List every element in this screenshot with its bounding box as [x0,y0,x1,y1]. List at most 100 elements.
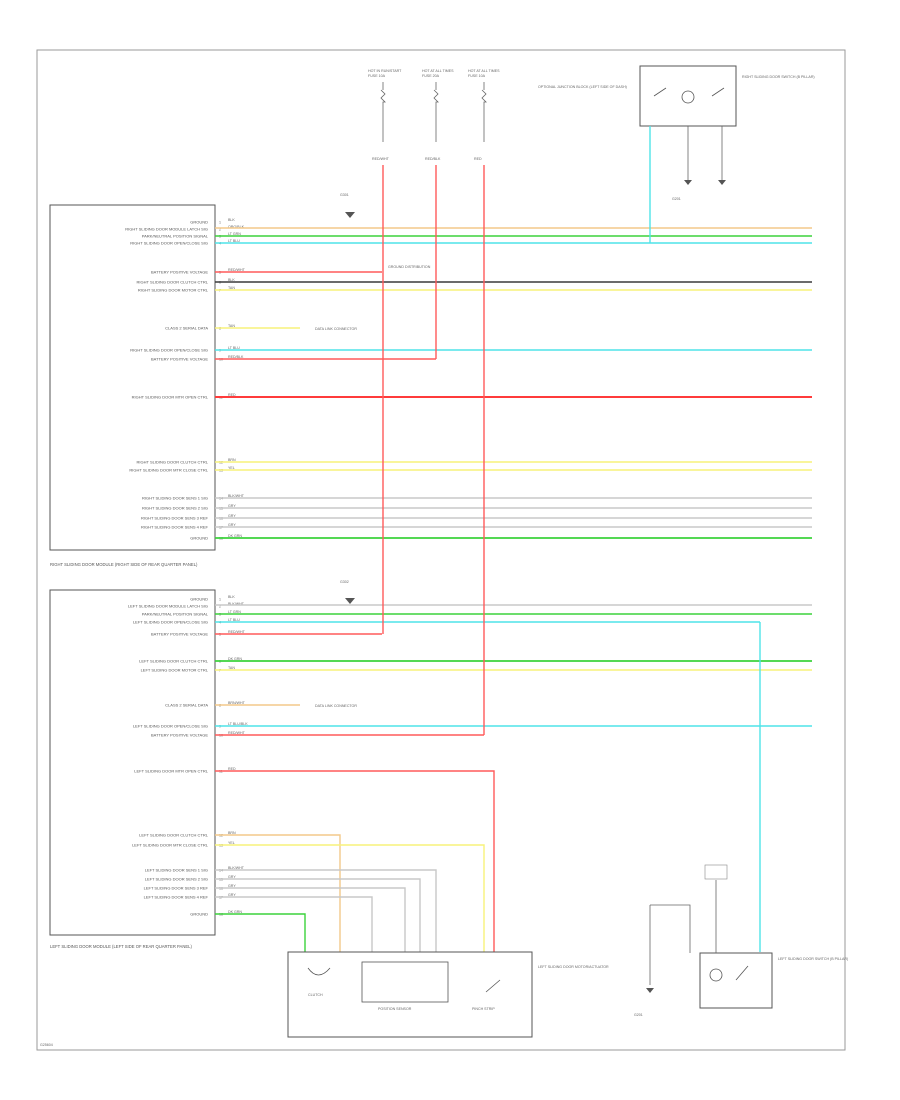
left-pin-label: LEFT SLIDING DOOR MTR OPEN CTRL [134,769,208,774]
left-pin-label: LEFT SLIDING DOOR MODULE LATCH SIG [128,604,208,609]
top-fuse-group: HOT IN RUN/START FUSE 10A HOT AT ALL TIM… [368,69,627,161]
wire-l-sens4 [215,896,373,952]
left-pin-label: CLASS 2 SERIAL DATA [165,703,208,708]
left-wire-color-label: RED/WHT [228,630,246,634]
right-wire-color-label: BLK/WHT [228,494,245,498]
wire-l-sens2 [215,878,421,952]
right-wire-color-label: RED/WHT [228,268,246,272]
right-wire-color-label: ORG/BLK [228,225,245,229]
left-pin-number: 2 [219,605,221,609]
right-switch-label: RIGHT SLIDING DOOR SWITCH (B PILLAR) [742,75,815,79]
left-wire-color-label: LT BLU/BLK [228,722,248,726]
left-pin-label: LEFT SLIDING DOOR OPEN/CLOSE SIG [133,724,208,729]
right-switch-ground-label: G201 [672,197,681,201]
right-pin-label: RIGHT SLIDING DOOR SENS 1 SIG [142,496,208,501]
left-pin-label: LEFT SLIDING DOOR SENS 4 REF [144,895,209,900]
left-wire-color-label: BRN/WHT [228,701,246,705]
right-pin-label: BATTERY POSITIVE VOLTAGE [151,357,208,362]
fuse-1-sub: FUSE 10A [368,74,386,78]
ground-icon [345,598,355,604]
left-pin-label: LEFT SLIDING DOOR SENS 1 SIG [145,868,208,873]
right-pin-label: RIGHT SLIDING DOOR SENS 3 REF [141,516,209,521]
right-wire-color-label: BLK [228,278,235,282]
right-pin-number: 2 [219,228,221,232]
left-pin-label: PARK/NEUTRAL POSITION SIGNAL [142,612,209,617]
right-wire-color-label: DK GRN [228,534,242,538]
right-pin-label: RIGHT SLIDING DOOR CLUTCH CTRL [137,280,209,285]
right-pin-label: RIGHT SLIDING DOOR SENS 4 REF [141,525,209,530]
right-wire-color-label: LT GRN [228,232,241,236]
right-wire-color-label: GRY [228,523,236,527]
data-link-note-1: DATA LINK CONNECTOR [315,327,357,331]
data-link-note-2: DATA LINK CONNECTOR [315,704,357,708]
right-module-title: RIGHT SLIDING DOOR MODULE (RIGHT SIDE OF… [50,562,198,567]
right-pin-label: RIGHT SLIDING DOOR SENS 2 SIG [142,506,208,511]
right-wire-color-label: TAN [228,324,235,328]
right-module-wires [215,227,812,539]
right-wire-color-label: BLK [228,218,235,222]
left-pin-label: BATTERY POSITIVE VOLTAGE [151,632,208,637]
ground-g301-label: G301 [340,193,349,197]
right-wire-color-label: RED/BLK [228,355,244,359]
wire-l-brn [215,834,341,952]
right-wire-color-label: YEL [228,466,235,470]
left-wire-color-label: RED/WHT [228,731,246,735]
fuse-1-symbol [380,82,386,142]
left-wire-color-label: BLK/WHT [228,866,245,870]
wire-l-ground [215,913,306,952]
ground-icon [646,988,654,993]
left-wire-color-label: RED [228,767,236,771]
left-pin-label: GROUND [190,912,208,917]
right-pin-label: RIGHT SLIDING DOOR OPEN/CLOSE SIG [130,241,208,246]
module-grounds: G301 G302 DATA LINK CONNECTOR DATA LINK … [315,193,431,708]
fuse-1-wire: RED/WHT [372,157,390,161]
right-pin-label: RIGHT SLIDING DOOR MODULE LATCH SIG [125,227,208,232]
right-pin-label: RIGHT SLIDING DOOR OPEN/CLOSE SIG [130,348,208,353]
feed-wires [382,126,761,952]
right-pin-label: GROUND [190,536,208,541]
ground-g302-label: G302 [340,580,349,584]
wire-l-yel [215,844,485,952]
left-sliding-door-module: LEFT SLIDING DOOR MODULE (LEFT SIDE OF R… [49,589,216,949]
left-pin-label: LEFT SLIDING DOOR CLUTCH CTRL [139,659,209,664]
right-wire-color-label: TAN [228,286,235,290]
left-wire-color-label: GRY [228,893,236,897]
diagram-frame [36,49,846,1051]
left-wire-color-label: YEL [228,841,235,845]
fuse-3-label: HOT AT ALL TIMES [468,69,500,73]
right-door-switch: RIGHT SLIDING DOOR SWITCH (B PILLAR) G20… [639,65,815,201]
left-pin-label: LEFT SLIDING DOOR MOTOR CTRL [141,668,209,673]
wire-l-red [215,770,495,952]
left-pin-label: GROUND [190,597,208,602]
left-pin-number: 1 [219,598,221,602]
motor-label: LEFT SLIDING DOOR MOTOR/ACTUATOR [538,965,609,969]
left-wire-color-label: GRY [228,875,236,879]
left-switch-label: LEFT SLIDING DOOR SWITCH (B PILLAR) [778,957,848,961]
left-module-wires [215,604,812,952]
right-pin-label: RIGHT SLIDING DOOR CLUTCH CTRL [137,460,209,465]
right-wire-color-label: RED [228,393,236,397]
wire-l-sens1 [215,869,437,952]
left-module-title: LEFT SLIDING DOOR MODULE (LEFT SIDE OF R… [50,944,192,949]
left-pin-label: LEFT SLIDING DOOR CLUTCH CTRL [139,833,209,838]
left-pin-label: LEFT SLIDING DOOR SENS 3 REF [144,886,209,891]
fuse-2-wire: RED/BLK [425,157,441,161]
left-pin-label: LEFT SLIDING DOOR SENS 2 SIG [145,877,208,882]
ground-icon [345,212,355,218]
pinch-strip-label: PINCH STRIP [472,1007,495,1011]
left-pin-label: LEFT SLIDING DOOR MTR CLOSE CTRL [132,843,209,848]
right-wire-color-label: BRN [228,458,236,462]
left-wire-color-label: BLK [228,595,235,599]
right-pin-label: GROUND [190,220,208,225]
right-pin-label: RIGHT SLIDING DOOR MTR OPEN CTRL [132,395,209,400]
left-wire-color-label: BLK/WHT [228,602,245,606]
ground-distribution-note: GROUND DISTRIBUTION [388,265,431,269]
right-pin-label: PARK/NEUTRAL POSITION SIGNAL [142,234,209,239]
right-pin-label: RIGHT SLIDING DOOR MTR CLOSE CTRL [129,468,208,473]
right-wire-color-label: LT BLU [228,239,240,243]
right-sliding-door-module: RIGHT SLIDING DOOR MODULE (RIGHT SIDE OF… [49,204,216,567]
left-pin-label: BATTERY POSITIVE VOLTAGE [151,733,208,738]
fuse-3-symbol [481,82,487,142]
